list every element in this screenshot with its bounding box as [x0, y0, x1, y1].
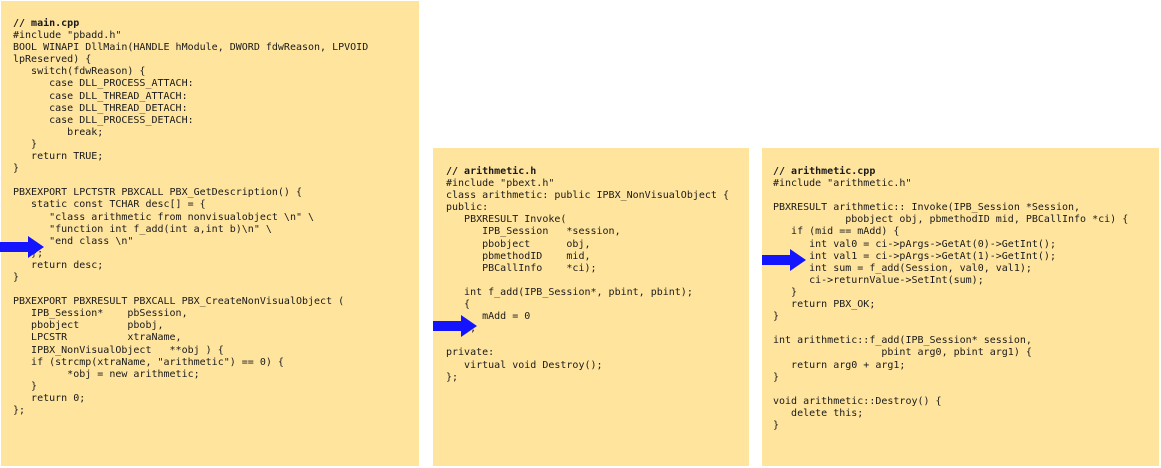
right-arrow-icon: [433, 315, 477, 337]
main-cpp-code: #include "pbadd.h" BOOL WINAPI DllMain(H…: [13, 30, 369, 416]
arithmetic-h-code-block: // arithmetic.h#include "pbext.h" class …: [446, 166, 729, 384]
arithmetic-cpp-panel: // arithmetic.cpp#include "arithmetic.h"…: [762, 148, 1159, 466]
arithmetic-cpp-title: // arithmetic.cpp: [773, 166, 876, 177]
arithmetic-h-code: #include "pbext.h" class arithmetic: pub…: [446, 178, 729, 383]
arithmetic-h-title: // arithmetic.h: [446, 166, 537, 177]
main-cpp-panel: // main.cpp#include "pbadd.h" BOOL WINAP…: [1, 1, 419, 466]
main-cpp-code-block: // main.cpp#include "pbadd.h" BOOL WINAP…: [13, 18, 368, 417]
arithmetic-cpp-code: #include "arithmetic.h" PBXRESULT arithm…: [773, 178, 1129, 431]
arithmetic-h-panel: // arithmetic.h#include "pbext.h" class …: [433, 148, 749, 466]
right-arrow-icon: [762, 249, 806, 271]
arithmetic-cpp-code-block: // arithmetic.cpp#include "arithmetic.h"…: [773, 166, 1128, 432]
right-arrow-icon: [0, 236, 44, 258]
main-cpp-title: // main.cpp: [13, 18, 80, 29]
